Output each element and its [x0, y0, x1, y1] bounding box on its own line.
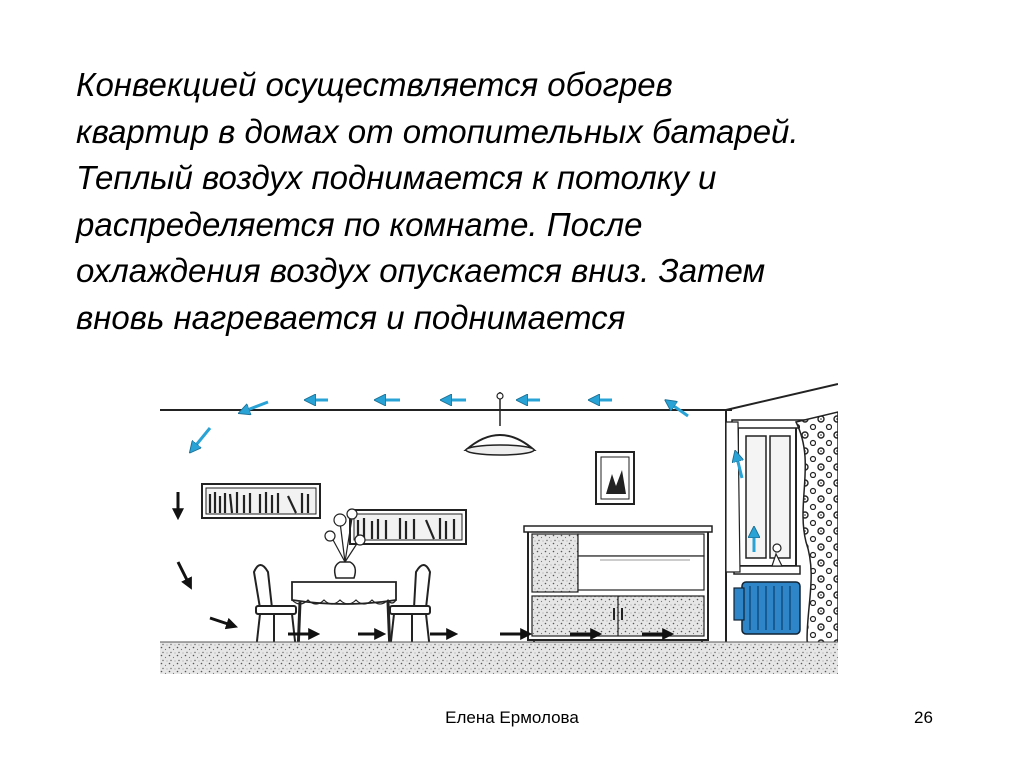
- slide-body-text: Конвекцией осуществляется обогрев кварти…: [76, 62, 976, 341]
- text-line: охлаждения воздух опускается вниз. Затем: [76, 252, 766, 289]
- arrow-warm: [192, 427, 212, 450]
- radiator: [733, 581, 801, 635]
- flower-vase: [324, 508, 366, 579]
- book-shelf-upper: [201, 483, 321, 519]
- arrow-warm: [242, 400, 269, 412]
- ceiling-lamp: [463, 392, 537, 456]
- footer-author: Елена Ермолова: [445, 708, 579, 727]
- floor: [160, 642, 838, 674]
- book-shelf-lower: [349, 509, 467, 545]
- arrow-cool: [209, 616, 238, 630]
- dining-table: [291, 581, 397, 653]
- chair-right: [389, 564, 432, 651]
- text-line: вновь нагревается и поднимается: [76, 298, 626, 336]
- cool-air-arrows: [172, 492, 675, 640]
- arrow-warm: [736, 454, 742, 479]
- arrow-warm: [668, 402, 689, 418]
- arrow-cool: [176, 561, 192, 590]
- convection-room-illustration: [160, 383, 838, 674]
- text-line: Теплый воздух поднимается к потолку и: [76, 159, 717, 196]
- curtain-left: [725, 421, 741, 573]
- chair-left: [252, 564, 297, 651]
- warm-air-arrows: [192, 400, 754, 552]
- text-line: распределяется по комнате. После: [76, 205, 643, 243]
- curtain: [794, 411, 838, 669]
- sideboard: [523, 525, 713, 646]
- text-line: квартир в домах от отопительных батарей.: [76, 112, 799, 150]
- wall-picture: [595, 451, 635, 505]
- right-wall: [725, 383, 838, 411]
- text-line: Конвекцией осуществляется обогрев: [76, 66, 673, 103]
- page-number: 26: [914, 708, 933, 727]
